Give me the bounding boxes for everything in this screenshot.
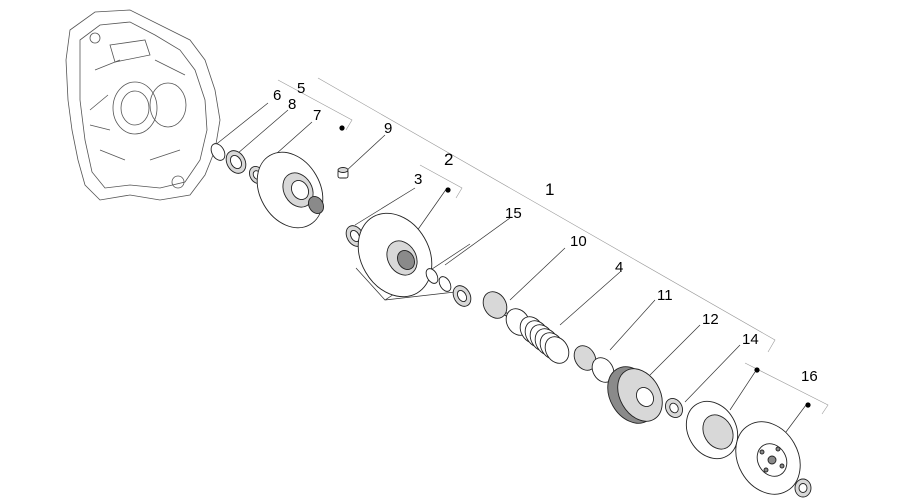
part-10-sleeve [482, 291, 531, 336]
callout-14: 14 [742, 331, 759, 348]
callout-1: 1 [545, 180, 554, 199]
callout-12: 12 [702, 311, 719, 328]
callout-9: 9 [384, 120, 392, 137]
part-4-spring [519, 316, 570, 364]
marker-dot [445, 187, 451, 193]
part-6-circlip [210, 143, 226, 161]
kit-markers [339, 125, 811, 408]
bracket-1 [317, 77, 776, 353]
group-brackets [277, 77, 829, 415]
callout-4: 4 [615, 259, 623, 276]
callout-5: 5 [297, 80, 305, 97]
leader-lines [213, 102, 807, 441]
callout-6: 6 [273, 87, 281, 104]
callout-7: 7 [313, 107, 321, 124]
callout-8: 8 [288, 96, 296, 113]
crankcase-housing [65, 9, 221, 201]
bracket-5 [277, 79, 353, 131]
part-2-movable-pulley [357, 212, 433, 298]
callout-3: 3 [414, 171, 422, 188]
part-9-pin [337, 167, 349, 179]
part-8-bearing [225, 150, 247, 174]
marker-dot [754, 367, 760, 373]
callout-16: 16 [801, 368, 818, 385]
callout-2: 2 [444, 150, 453, 169]
part-14-nut [665, 398, 683, 418]
marker-dot [805, 402, 811, 408]
marker-dot [339, 125, 345, 131]
part-16-clutch-bell [735, 421, 812, 498]
bracket-2 [419, 164, 463, 199]
callout-15: 15 [505, 205, 522, 222]
part-12-clutch [607, 366, 663, 424]
bracket-16 [744, 362, 829, 415]
part-15-rings [425, 268, 472, 307]
part-clutch-bell-rim [685, 400, 739, 460]
callout-11: 11 [657, 287, 673, 304]
callout-labels: 1 2 3 4 5 6 7 8 9 10 11 12 14 15 16 [273, 80, 818, 385]
part-5-fixed-pulley [256, 151, 324, 229]
callout-10: 10 [570, 233, 587, 250]
